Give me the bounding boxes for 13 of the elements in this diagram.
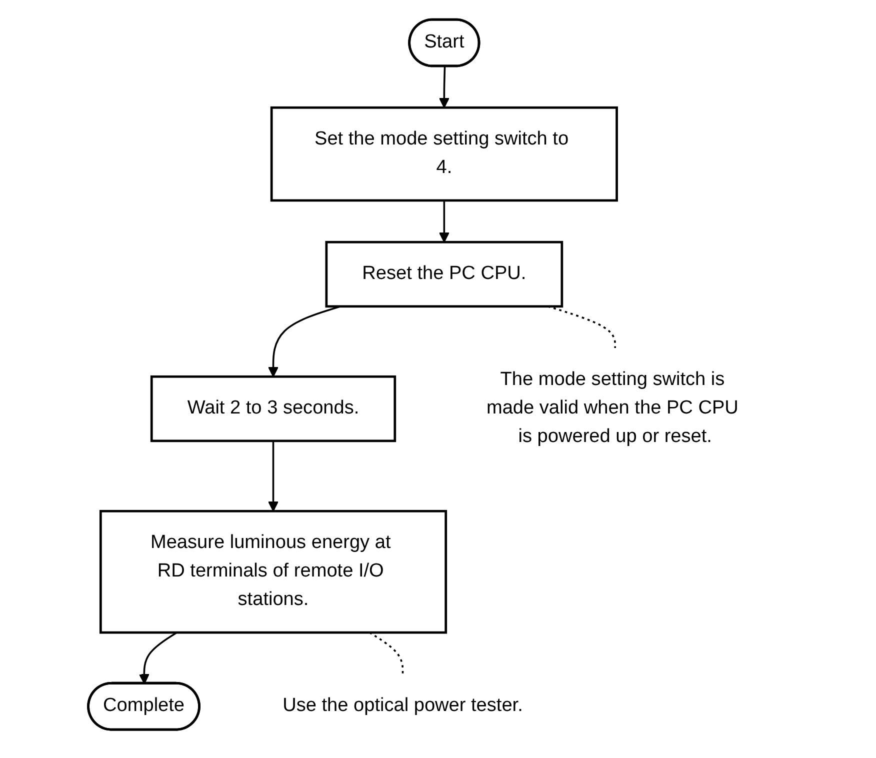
arrow bbox=[268, 306, 341, 378]
flowchart-drawing: Start Set the mode setting switch to 4. Reset the PC CPU. Wait 2 to 3 seconds. Measure luminous energy at RD terminals of remote I/O stations. Complete The mode setting switch is made valid when the PC CPU is powered up or reset. Use the optical power tester. bbox=[10, 10, 866, 748]
node-box bbox=[99, 510, 448, 634]
node-box bbox=[325, 240, 564, 308]
node-box bbox=[150, 375, 396, 442]
node-box bbox=[270, 106, 618, 202]
arrow bbox=[438, 200, 450, 243]
arrow bbox=[138, 632, 178, 684]
node-text: The mode setting switch is made valid when the PC CPU is powered up or reset. bbox=[486, 369, 738, 447]
arrow bbox=[268, 440, 278, 512]
connector bbox=[369, 632, 404, 674]
arrow bbox=[438, 66, 450, 108]
node-text: Use the optical power tester. bbox=[282, 696, 523, 716]
